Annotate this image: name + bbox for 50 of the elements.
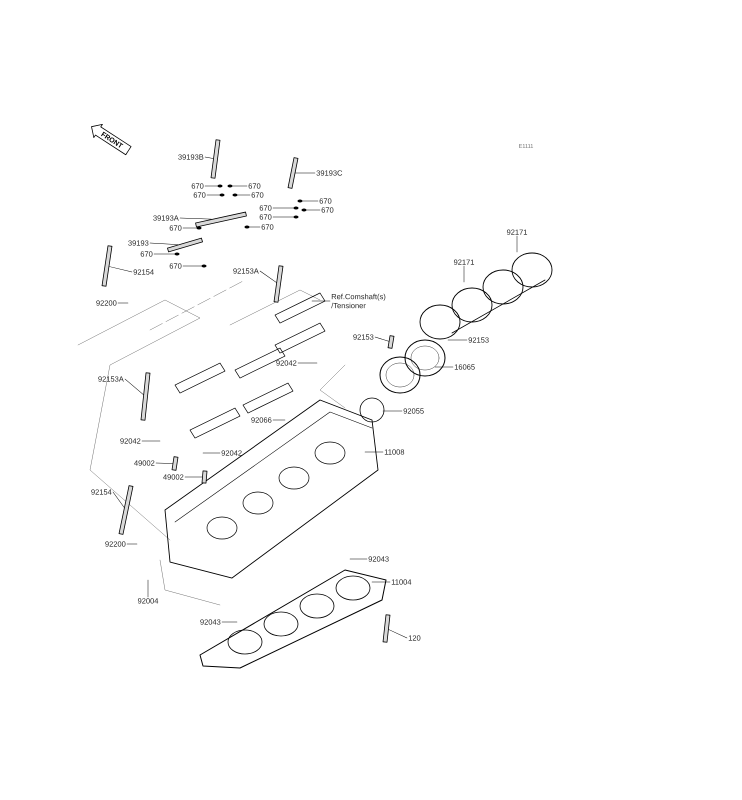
leader-line xyxy=(388,629,408,638)
bolt xyxy=(167,238,203,252)
washer xyxy=(220,194,224,196)
leader-line xyxy=(118,302,128,304)
leader-line xyxy=(374,336,389,342)
washer xyxy=(174,252,180,256)
leader-line xyxy=(150,242,178,245)
washer xyxy=(302,208,306,212)
bolt xyxy=(274,265,284,303)
leader-line xyxy=(302,200,318,202)
leader-line xyxy=(434,366,454,368)
leader-line xyxy=(156,462,173,464)
leader-line xyxy=(260,270,277,283)
leader-line xyxy=(180,218,212,220)
leader-line xyxy=(206,194,220,196)
leader-line xyxy=(109,266,132,272)
washer xyxy=(228,184,232,188)
leader-line xyxy=(350,558,368,560)
leader-line xyxy=(295,172,316,174)
bolt xyxy=(288,157,298,189)
washer xyxy=(294,216,298,218)
bolt xyxy=(202,470,208,484)
bolt xyxy=(388,335,394,349)
washer xyxy=(294,206,298,210)
bolt xyxy=(382,614,390,643)
bolt xyxy=(172,456,178,471)
bolt xyxy=(102,245,112,287)
leader-line xyxy=(237,194,250,196)
bolt xyxy=(140,372,150,421)
bolt xyxy=(118,485,134,535)
washer xyxy=(298,200,302,202)
leader-line xyxy=(312,300,330,302)
leader-line xyxy=(382,410,402,412)
washer xyxy=(202,264,206,268)
washer xyxy=(196,226,202,230)
leader-line xyxy=(124,378,144,395)
bolt xyxy=(210,139,220,179)
leader-line xyxy=(272,216,294,218)
leader-line xyxy=(249,226,260,228)
leader-line xyxy=(204,156,214,159)
bolt xyxy=(195,212,247,228)
washer xyxy=(244,226,250,228)
leader-line xyxy=(184,476,202,478)
leader-line xyxy=(298,362,318,364)
leader-line xyxy=(142,440,160,442)
washer xyxy=(218,184,222,188)
washer xyxy=(232,194,238,196)
leader-line xyxy=(202,452,220,454)
leader-line xyxy=(516,236,518,252)
leader-line xyxy=(112,492,124,508)
